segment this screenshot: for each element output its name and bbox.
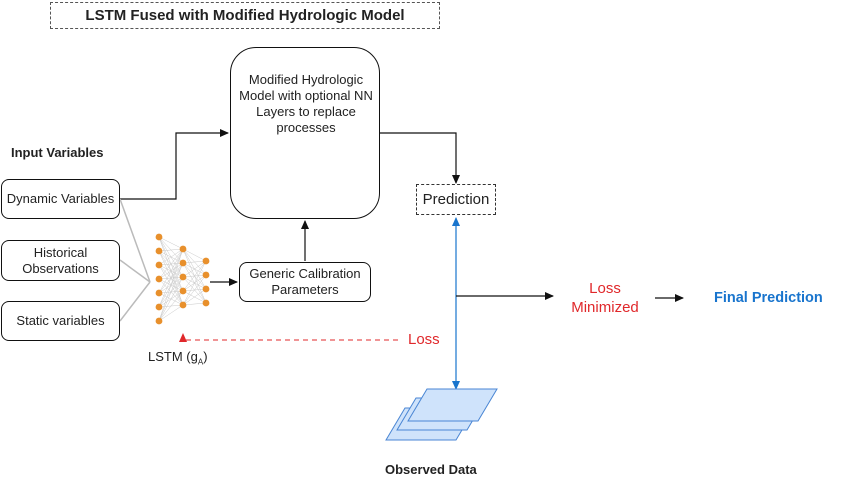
observed-data-label: Observed Data [385,462,477,477]
historical-observations-box: Historical Observations [1,240,120,281]
hydrologic-model-box [230,47,380,219]
nn-connection [182,260,207,292]
dynamic-variables-box: Dynamic Variables [1,179,120,219]
nn-node [155,247,163,255]
nn-node [179,301,187,309]
hydrologic-model-label: Modified Hydrologic Model with optional … [239,72,373,135]
input-connectors [119,198,151,322]
historical-line1: Historical [33,244,88,260]
nn-connection [158,236,184,250]
nn-connection [158,290,184,322]
nn-node [179,287,187,295]
nn-connection [182,288,207,306]
nn-node [155,289,163,297]
diagram-title: LSTM Fused with Modified Hydrologic Mode… [50,2,440,29]
observed-data-icon [385,388,498,441]
nn-node [202,285,210,293]
historical-line2: Observations [22,260,99,276]
nn-node [155,233,163,241]
nn-node [202,257,210,265]
nn-connection [158,248,184,294]
nn-connection [158,262,184,322]
nn-node [155,261,163,269]
nn-connection [182,302,207,306]
nn-connection [158,248,184,308]
nn-node [155,317,163,325]
nn-connection [182,260,207,264]
loss-minimized-label: Loss Minimized [571,280,639,316]
nn-node [155,303,163,311]
nn-connection [158,248,184,280]
nn-connection [182,274,207,306]
dynamic-variables-label: Dynamic Variables [6,191,115,206]
arrow-model-to-prediction [380,132,460,184]
nn-node [179,273,187,281]
nn-node [202,271,210,279]
nn-connection [158,248,184,322]
lstm-label: LSTM (gA) [148,349,208,367]
final-prediction-label: Final Prediction [714,290,823,306]
calibration-parameters-box: Generic Calibration Parameters [239,262,371,302]
loss-label: Loss [408,331,440,348]
nn-node [179,259,187,267]
nn-connection [182,248,207,262]
nn-connection [158,276,184,322]
static-variables-box: Static variables [1,301,120,341]
lstm-network-icon [155,233,210,325]
prediction-label: Prediction [422,191,490,208]
nn-connection [182,260,207,306]
nn-node [179,245,187,253]
nn-node [202,299,210,307]
static-variables-label: Static variables [16,313,105,328]
nn-connection [158,248,184,266]
nn-connection [158,304,184,322]
nn-node [155,275,163,283]
arrow-dynamic-to-model [120,129,229,200]
prediction-box: Prediction [416,184,496,215]
input-variables-label: Input Variables [11,145,104,160]
arrow-loss-feedback [179,333,398,342]
nn-connection [158,248,184,252]
nn-connection [182,260,207,278]
